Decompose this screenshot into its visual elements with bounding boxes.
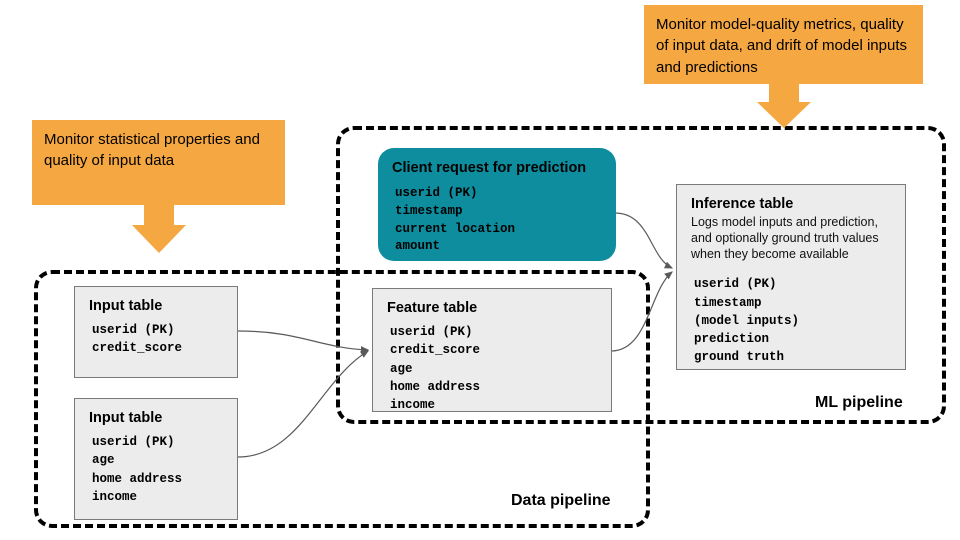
callout-left-text: Monitor statistical properties and quali… <box>32 120 285 205</box>
data-pipeline-boundary <box>34 270 650 528</box>
field-line: timestamp <box>694 295 762 310</box>
field-line: age <box>390 361 413 376</box>
arrow-down-icon <box>756 102 811 128</box>
field-line: userid (PK) <box>92 323 175 338</box>
field-line: income <box>390 398 436 413</box>
ml-pipeline-boundary <box>336 126 946 424</box>
field-line: amount <box>395 239 441 254</box>
inference-table-description: Logs model inputs and prediction, and op… <box>691 215 879 261</box>
field-line: home address <box>390 379 481 394</box>
field-line: age <box>92 453 115 468</box>
client-request-box[interactable]: Client request for prediction userid (PK… <box>378 148 616 261</box>
inference-table[interactable]: Inference table Logs model inputs and pr… <box>676 184 906 370</box>
field-line: home address <box>92 471 183 486</box>
field-line: timestamp <box>395 203 463 218</box>
input-table-2-title: Input table <box>89 410 163 426</box>
field-line: ground truth <box>694 350 785 365</box>
callout-right-text: Monitor model-quality metrics, quality o… <box>644 5 923 84</box>
callout-right: Monitor model-quality metrics, quality o… <box>644 5 923 128</box>
field-line: userid (PK) <box>694 277 777 292</box>
field-line: income <box>92 489 138 504</box>
data-pipeline-label: Data pipeline <box>508 492 614 510</box>
input-table-1-fields: userid (PK) credit_score <box>89 321 225 358</box>
input-table-1-title: Input table <box>89 298 163 314</box>
field-line: prediction <box>694 332 770 347</box>
arrow-down-icon <box>131 225 186 253</box>
field-line: (model inputs) <box>694 313 800 328</box>
field-line: credit_score <box>390 343 481 358</box>
ml-pipeline-label: ML pipeline <box>812 394 906 412</box>
field-line: userid (PK) <box>92 435 175 450</box>
input-table-2[interactable]: Input table userid (PK) age home address in… <box>74 398 238 520</box>
inference-table-fields: userid (PK) timestamp (model inputs) predic… <box>691 275 893 366</box>
inference-table-title: Inference table <box>691 196 794 212</box>
input-table-2-fields: userid (PK) age home address income <box>89 433 225 506</box>
callout-right-arrow-stem <box>768 84 799 102</box>
field-line: userid (PK) <box>395 186 478 201</box>
field-line: current location <box>395 221 516 236</box>
client-request-title: Client request for prediction <box>392 160 587 176</box>
input-table-1[interactable]: Input table userid (PK) credit_score <box>74 286 238 378</box>
field-line: userid (PK) <box>390 325 473 340</box>
feature-table-title: Feature table <box>387 300 478 316</box>
callout-left: Monitor statistical properties and quali… <box>32 120 285 253</box>
callout-left-arrow-stem <box>143 205 174 225</box>
field-line: credit_score <box>92 341 183 356</box>
client-request-fields: userid (PK) timestamp current location amou… <box>392 185 602 256</box>
